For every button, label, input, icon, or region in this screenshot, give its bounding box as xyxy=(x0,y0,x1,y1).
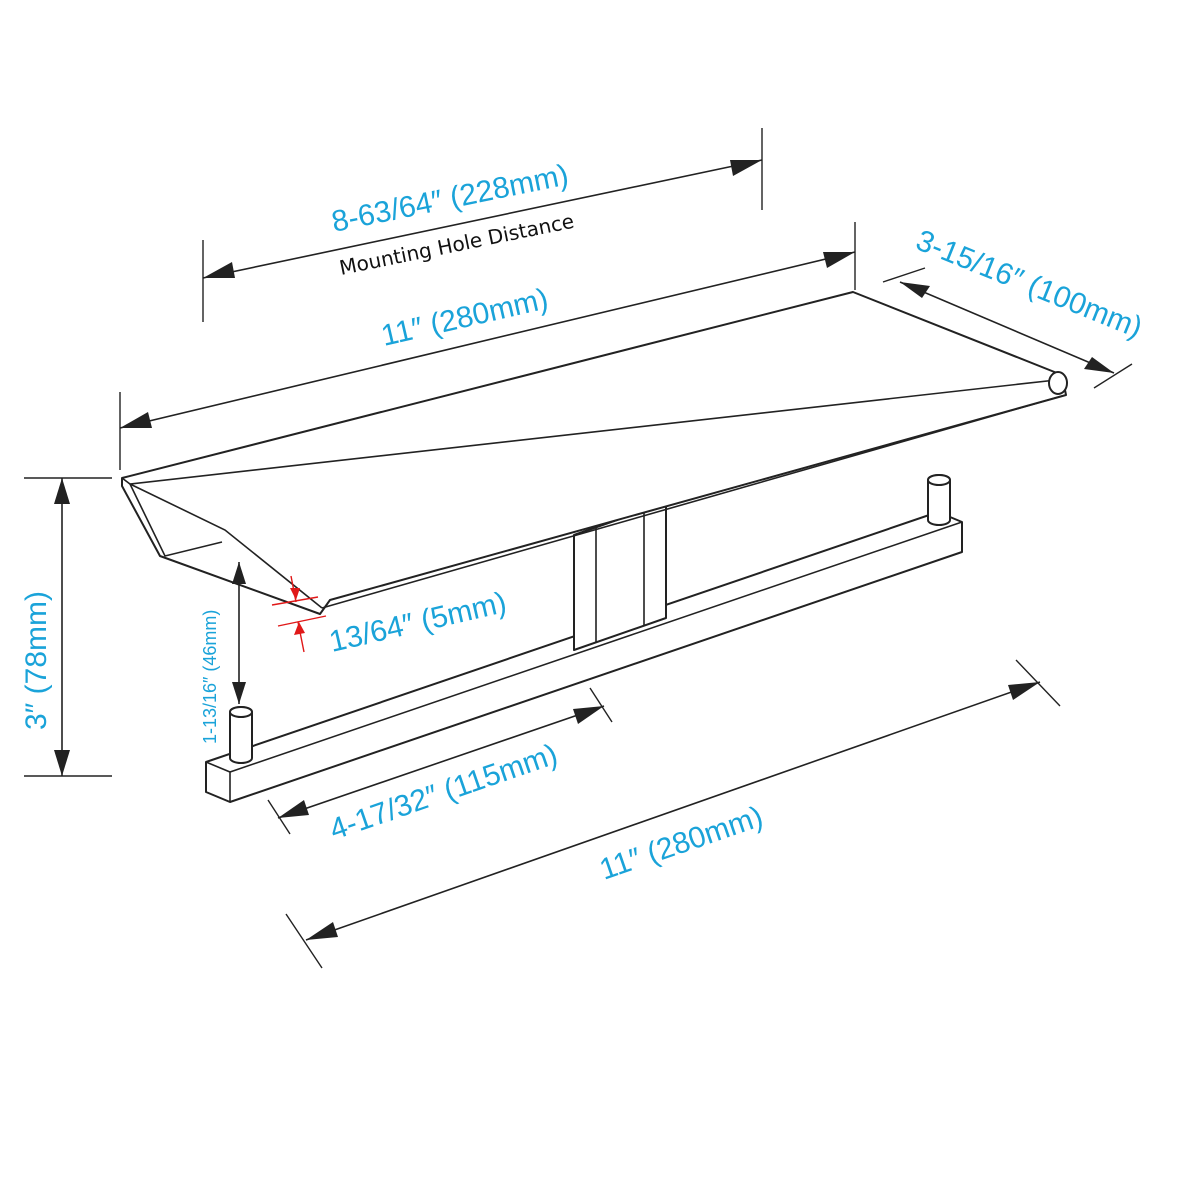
shelf xyxy=(121,291,1068,615)
dimension-thickness xyxy=(271,575,327,653)
toilet-paper-holder-drawing xyxy=(121,291,1068,803)
dimension-clearance xyxy=(232,562,246,704)
dimension-depth xyxy=(882,267,1133,389)
thickness-label: 13/64″ (5mm) xyxy=(326,586,509,659)
depth-label: 3-15/16″ (100mm) xyxy=(911,224,1147,345)
center-bracket xyxy=(573,502,667,651)
dimension-bar-length xyxy=(267,687,613,835)
base-width-label: 11″ (280mm) xyxy=(596,800,768,887)
paper-holder-bar xyxy=(205,474,963,803)
dimension-mounting-distance xyxy=(202,128,763,322)
dimension-shelf-width xyxy=(119,222,856,470)
height-label: 3″ (78mm) xyxy=(20,591,53,730)
dimension-base-width xyxy=(285,659,1061,969)
dimension-height xyxy=(24,477,112,777)
clearance-label: 1-13/16″ (46mm) xyxy=(200,610,220,744)
shelf-width-label: 11″ (280mm) xyxy=(378,282,551,352)
